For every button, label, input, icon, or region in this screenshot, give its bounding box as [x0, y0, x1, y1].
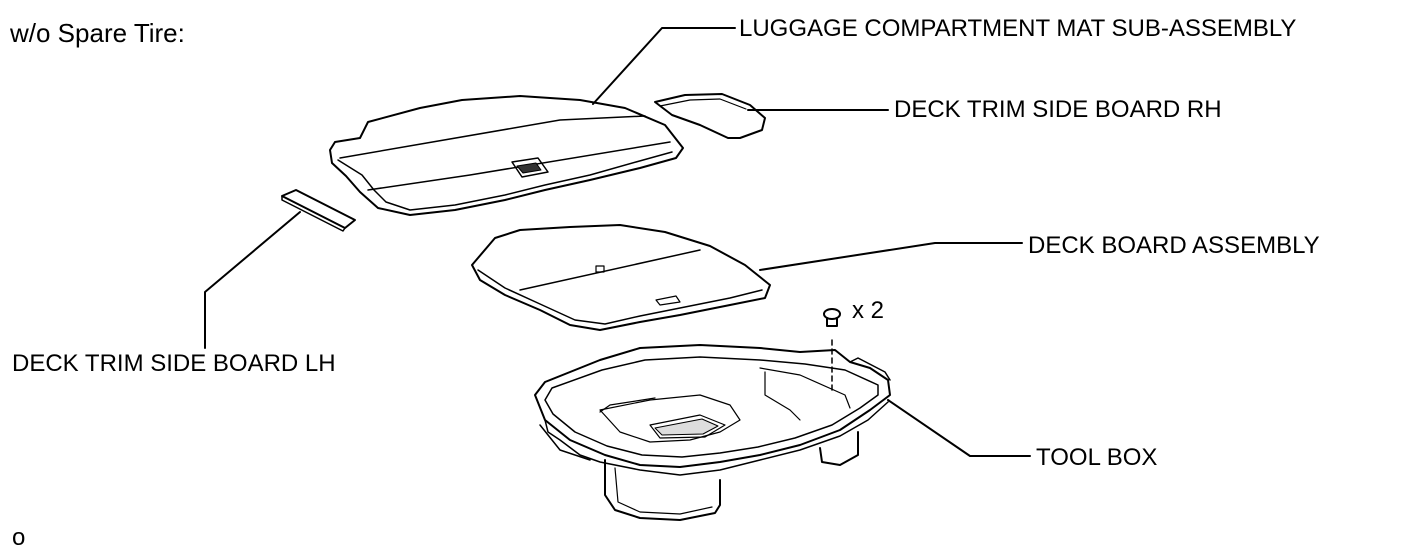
leader-luggage-mat	[592, 27, 736, 105]
luggage-compartment-mat	[329, 95, 684, 216]
label-clip-quantity: x 2	[852, 297, 885, 324]
label-deck-board-assembly: DECK BOARD ASSEMBLY	[1028, 232, 1320, 259]
deck-trim-side-board-lh-part	[281, 189, 356, 232]
leader-tool-box	[887, 399, 1031, 457]
label-luggage-compartment-mat: LUGGAGE COMPARTMENT MAT SUB-ASSEMBLY	[739, 15, 1297, 42]
label-deck-trim-side-board-lh: DECK TRIM SIDE BOARD LH	[12, 350, 336, 377]
leader-lines	[204, 27, 1031, 457]
label-deck-trim-side-board-rh: DECK TRIM SIDE BOARD RH	[894, 96, 1222, 123]
label-tool-box: TOOL BOX	[1036, 444, 1158, 471]
tool-box-part	[534, 344, 891, 521]
leader-side-board-lh	[204, 211, 301, 349]
leader-deck-board	[759, 242, 1023, 271]
page-title: w/o Spare Tire:	[10, 18, 185, 48]
clip-part	[823, 308, 841, 391]
figure-code: o	[12, 524, 26, 551]
deck-trim-side-board-rh-part	[654, 93, 766, 139]
deck-board-assembly-part	[471, 224, 771, 331]
